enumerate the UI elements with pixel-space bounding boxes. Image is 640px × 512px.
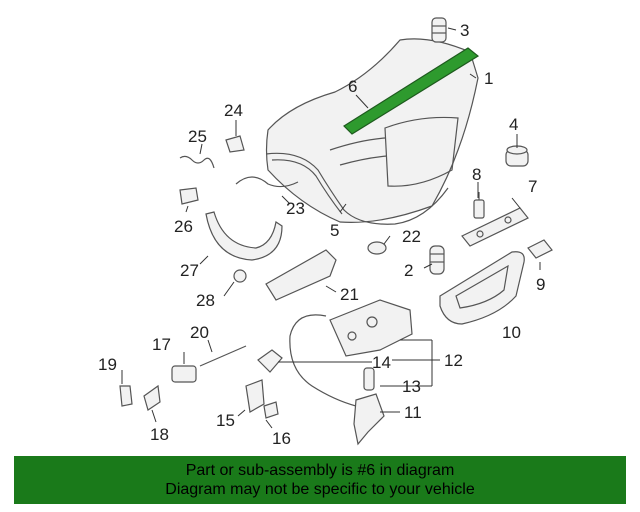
callout-5: 5	[330, 221, 339, 240]
bumper-2	[429, 245, 445, 275]
clip-16	[263, 401, 279, 419]
rod-20	[199, 345, 247, 367]
bracket-15	[245, 379, 265, 413]
grommet-28	[233, 269, 247, 283]
callout-24: 24	[224, 101, 243, 120]
callout-26: 26	[174, 217, 193, 236]
callout-21: 21	[340, 285, 359, 304]
callout-25: 25	[188, 127, 207, 146]
banner-line-1: Part or sub-assembly is #6 in diagram	[185, 462, 455, 479]
latch-12	[329, 299, 413, 357]
callout-27: 27	[180, 261, 199, 280]
info-banner: Part or sub-assembly is #6 in diagram Di…	[14, 456, 626, 504]
spring-25	[179, 155, 215, 169]
lock-14	[257, 349, 283, 373]
callout-10: 10	[502, 323, 521, 342]
callout-6: 6	[348, 77, 357, 96]
banner-line-2: Diagram may not be specific to your vehi…	[165, 481, 475, 498]
callout-14: 14	[372, 353, 391, 372]
callout-20: 20	[190, 323, 209, 342]
callout-18: 18	[150, 425, 169, 444]
latch-bracket-21	[265, 249, 337, 301]
actuator-13	[363, 367, 375, 391]
cable-23	[235, 176, 299, 188]
callout-4: 4	[509, 115, 518, 134]
callout-19: 19	[98, 355, 117, 374]
weatherstrip	[265, 152, 449, 225]
callout-numbers: 1 2 2 3 4 5 6 7 8 9 10 11 12 13 14 15 16…	[98, 21, 545, 448]
hinge-27	[205, 211, 283, 261]
clip-26	[179, 187, 199, 205]
callout-16: 16	[272, 429, 291, 448]
callout-13: 13	[402, 377, 421, 396]
grommet-22	[367, 241, 387, 255]
switch-17	[171, 365, 197, 383]
leader-lines	[121, 27, 541, 429]
clip-24	[225, 135, 245, 153]
release-cable	[289, 314, 357, 407]
callout-8: 8	[472, 165, 481, 184]
bracket-19	[119, 385, 133, 407]
callout-11: 11	[404, 403, 422, 422]
callout-17: 17	[152, 335, 171, 354]
callout-7: 7	[528, 177, 537, 196]
bump-stop-4	[505, 145, 529, 167]
callout-9: 9	[536, 275, 545, 294]
part-6-molding	[343, 47, 480, 135]
trim-panel-10	[439, 251, 525, 325]
callout-1: 1	[484, 69, 493, 88]
clip-8	[473, 192, 485, 219]
callout-23: 23	[286, 199, 305, 218]
bump-stop-top	[431, 17, 447, 43]
callout-2-upper: 2	[404, 261, 413, 280]
callout-15: 15	[216, 411, 235, 430]
callout-22: 22	[402, 227, 421, 246]
parts-diagram: 1 2 2 3 4 5 6 7 8 9 10 11 12 13 14 15 16…	[98, 17, 553, 448]
handle-bracket-7	[461, 207, 529, 247]
cylinder-11	[353, 393, 385, 446]
switch-9	[527, 239, 553, 259]
bracket-18	[143, 384, 161, 411]
callout-12: 12	[444, 351, 463, 370]
callout-3: 3	[460, 21, 469, 40]
callout-28: 28	[196, 291, 215, 310]
